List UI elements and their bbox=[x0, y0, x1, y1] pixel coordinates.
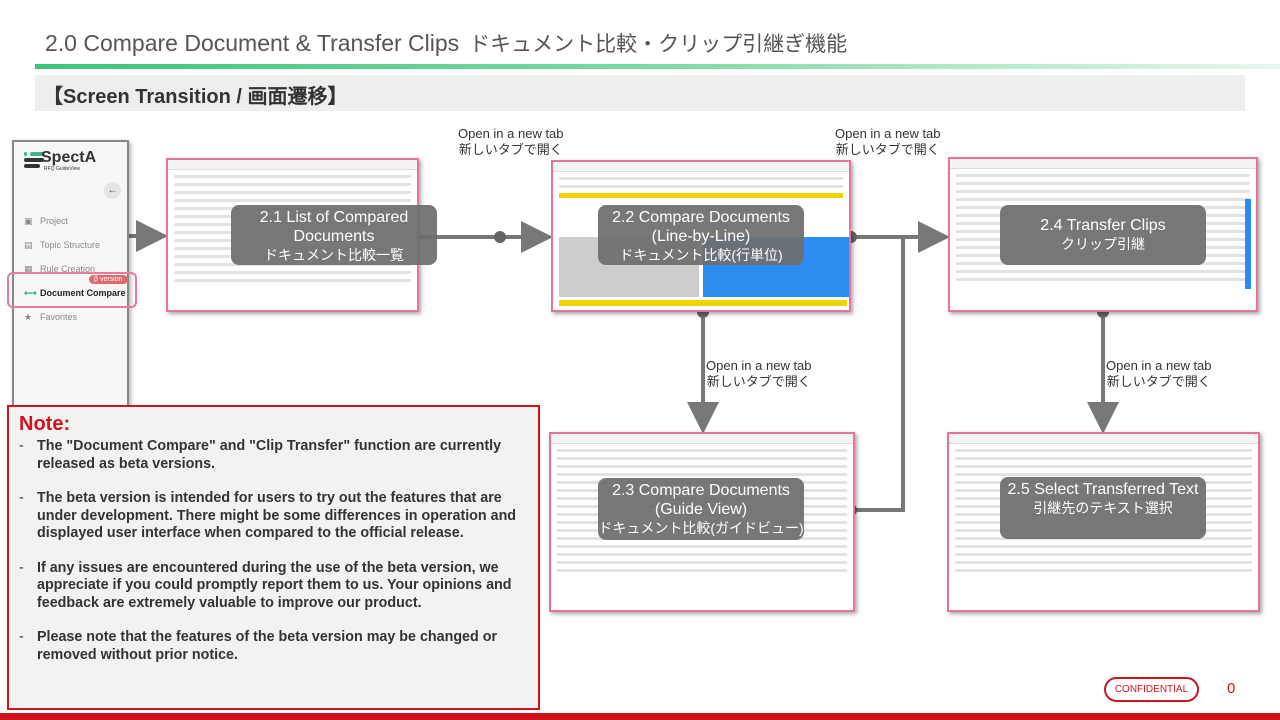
note-en: Open in a new tab bbox=[835, 126, 941, 141]
clipboard-icon: ▤ bbox=[24, 240, 33, 250]
title-underline bbox=[35, 64, 1280, 69]
note-item: The beta version is intended for users t… bbox=[19, 490, 528, 543]
sidebar-item-document-compare[interactable]: ⟷Document Compare bbox=[24, 288, 126, 299]
label-2-4: 2.4 Transfer Clips クリップ引継 bbox=[1000, 205, 1206, 265]
title-jp: ドキュメント比較・クリップ引継ぎ機能 bbox=[469, 33, 848, 56]
briefcase-icon: ▣ bbox=[24, 216, 33, 226]
confidential-badge: CONFIDENTIAL bbox=[1104, 677, 1199, 702]
note-jp: 新しいタブで開く bbox=[1106, 374, 1211, 389]
brand-subtitle: RFQ GuideView bbox=[44, 166, 81, 172]
note-en: Open in a new tab bbox=[1106, 358, 1212, 373]
label-en: 2.3 Compare Documents (Guide View) bbox=[612, 482, 790, 518]
note-item: If any issues are encountered during the… bbox=[19, 560, 528, 613]
beta-badge: β version bbox=[89, 275, 128, 284]
beta-note-box: Note: The "Document Compare" and "Clip T… bbox=[7, 405, 540, 710]
label-en: 2.2 Compare Documents (Line-by-Line) bbox=[612, 209, 790, 245]
note-en: Open in a new tab bbox=[458, 126, 564, 141]
sidebar-item-label: Topic Structure bbox=[40, 240, 101, 250]
label-jp: ドキュメント比較(行単位) bbox=[619, 247, 783, 263]
collapse-arrow-icon[interactable]: ← bbox=[104, 182, 121, 199]
connector-2-3-to-2-4 bbox=[851, 237, 905, 512]
compare-arrows-icon: ⟷ bbox=[24, 288, 37, 298]
sidebar-item-project[interactable]: ▣ Project bbox=[24, 216, 68, 227]
brand-name: SpectA bbox=[41, 149, 97, 166]
label-2-3: 2.3 Compare Documents (Guide View) ドキュメント… bbox=[598, 478, 804, 540]
sidebar-item-label: Favorites bbox=[40, 312, 78, 322]
star-icon: ★ bbox=[24, 312, 33, 322]
note-jp: 新しいタブで開く bbox=[835, 142, 940, 157]
label-en: 2.1 List of Compared Documents bbox=[259, 209, 409, 245]
label-2-2: 2.2 Compare Documents (Line-by-Line) ドキュメ… bbox=[598, 205, 804, 265]
note-jp: 新しいタブで開く bbox=[706, 374, 811, 389]
note-item: Please note that the features of the bet… bbox=[19, 629, 528, 664]
section-header: 【Screen Transition / 画面遷移】 bbox=[35, 75, 1245, 111]
label-jp: ドキュメント比較一覧 bbox=[264, 247, 404, 263]
sidebar-item-topic-structure[interactable]: ▤ Topic Structure bbox=[24, 240, 100, 251]
label-en: 2.4 Transfer Clips bbox=[1040, 217, 1166, 234]
note-item: The "Document Compare" and "Clip Transfe… bbox=[19, 438, 528, 473]
sidebar-item-favorites[interactable]: ★ Favorites bbox=[24, 312, 77, 323]
label-en: 2.5 Select Transferred Text bbox=[1007, 481, 1199, 498]
title-en: 2.0 Compare Document & Transfer Clips bbox=[45, 30, 460, 56]
sidebar-item-label: Document Compare bbox=[40, 288, 126, 298]
label-jp: ドキュメント比較(ガイドビュー) bbox=[598, 520, 804, 536]
slide-title: 2.0 Compare Document & Transfer Clips ドキュ… bbox=[45, 28, 847, 58]
rule-icon: ▦ bbox=[24, 264, 33, 274]
label-2-1: 2.1 List of Compared Documents ドキュメント比較一覧 bbox=[231, 205, 437, 265]
note-title: Note: bbox=[19, 413, 71, 435]
footer-bar bbox=[0, 713, 1280, 720]
label-jp: クリップ引継 bbox=[1061, 236, 1145, 252]
document-compare-highlight bbox=[7, 272, 137, 308]
label-2-5: 2.5 Select Transferred Text 引継先のテキスト選択 bbox=[1000, 477, 1206, 539]
note-en: Open in a new tab bbox=[706, 358, 812, 373]
sidebar-item-label: Rule Creation bbox=[40, 264, 96, 274]
label-jp: 引継先のテキスト選択 bbox=[1033, 500, 1173, 516]
sidebar-item-rule-creation[interactable]: ▦ Rule Creation bbox=[24, 264, 95, 275]
note-jp: 新しいタブで開く bbox=[458, 142, 563, 157]
sidebar-item-label: Project bbox=[40, 216, 69, 226]
page-number: 0 bbox=[1227, 680, 1236, 697]
